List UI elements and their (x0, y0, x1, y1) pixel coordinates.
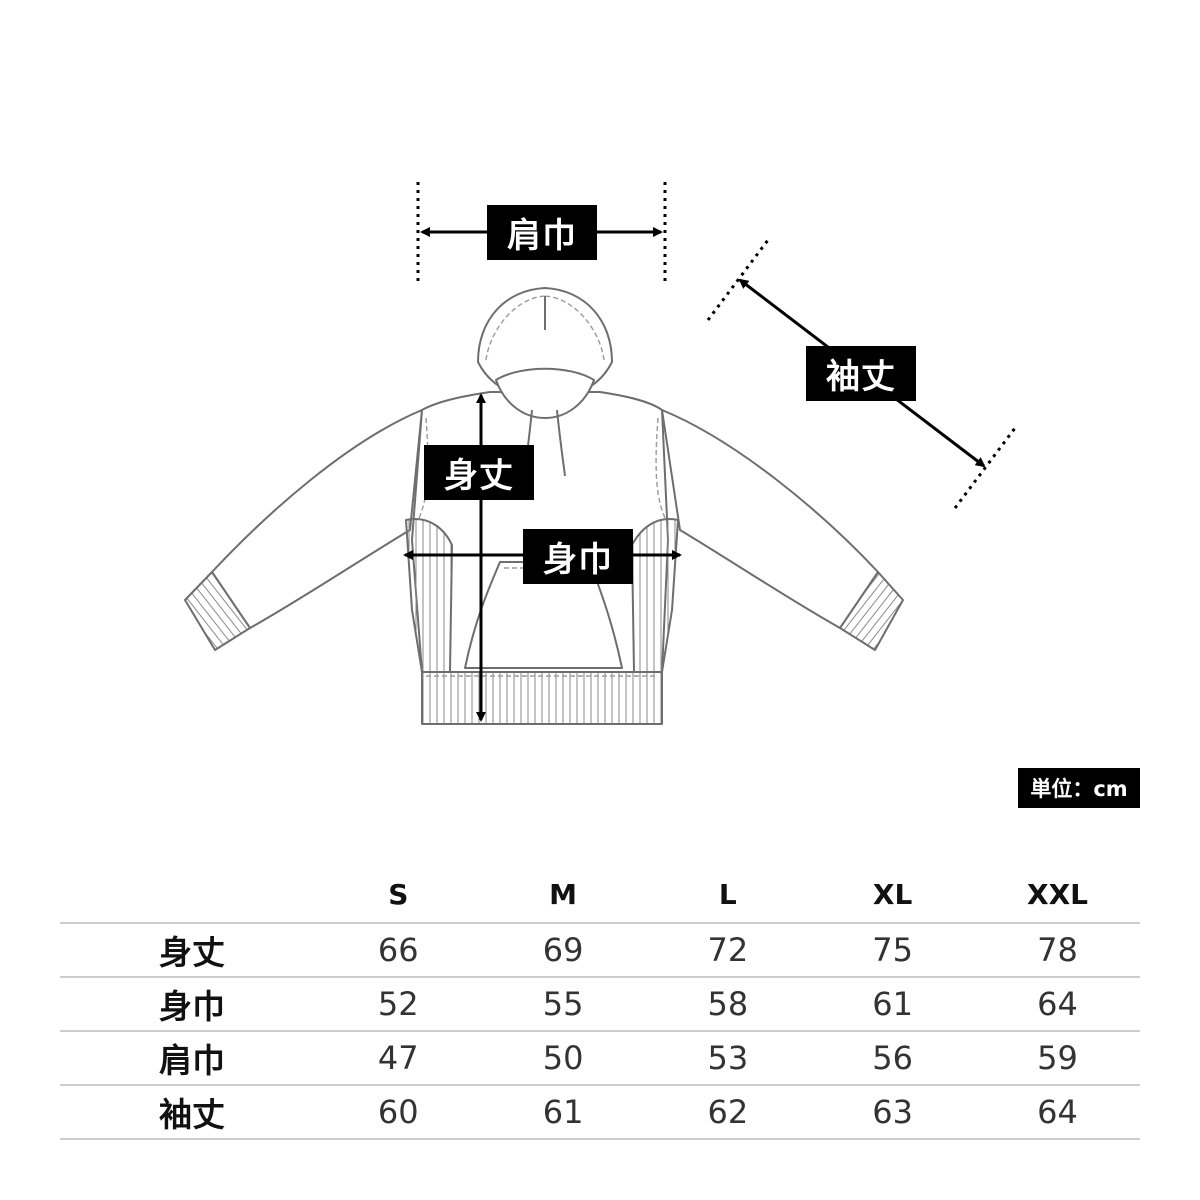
size-header-row: S M L XL XXL (60, 866, 1140, 923)
size-header: XXL (1026, 877, 1089, 911)
table-row: 身巾 52 55 58 61 64 (60, 977, 1140, 1031)
hood-opening (495, 367, 595, 419)
size-header: XL (872, 877, 913, 911)
left-sleeve (211, 409, 423, 629)
table-cell: 47 (377, 1039, 419, 1077)
table-cell: 60 (377, 1093, 419, 1131)
size-header: S (388, 877, 409, 911)
row-label: 袖丈 (158, 1095, 225, 1134)
body-width-label: 身巾 (523, 529, 633, 584)
table-cell: 50 (542, 1039, 584, 1077)
right-side-rib (631, 518, 679, 673)
table-cell: 66 (377, 931, 419, 969)
left-cuff (184, 571, 251, 651)
table-cell: 75 (872, 931, 913, 969)
shoulder-width-label: 肩巾 (487, 205, 597, 260)
table-cell: 69 (542, 931, 584, 969)
row-label: 身巾 (158, 987, 225, 1026)
row-label: 身丈 (158, 933, 225, 972)
left-side-rib (405, 518, 453, 673)
body-length-label: 身丈 (424, 445, 534, 500)
table-row: 肩巾 47 50 53 56 59 (60, 1031, 1140, 1085)
table-cell: 56 (872, 1039, 913, 1077)
hem-rib (421, 671, 663, 725)
row-label: 肩巾 (158, 1041, 225, 1080)
size-header: M (549, 877, 577, 911)
table-cell: 64 (1037, 985, 1078, 1023)
hoodie-measurement-diagram (184, 182, 1017, 725)
table-cell: 72 (707, 931, 749, 969)
right-cuff (839, 571, 904, 651)
table-cell: 61 (542, 1093, 584, 1131)
table-cell: 58 (707, 985, 749, 1023)
table-cell: 55 (542, 985, 584, 1023)
table-row: 身丈 66 69 72 75 78 (60, 923, 1140, 977)
right-sleeve (661, 409, 879, 629)
table-cell: 78 (1037, 931, 1078, 969)
size-table: S M L XL XXL 身丈 66 69 72 75 78 身巾 52 55 … (60, 866, 1140, 1140)
table-cell: 59 (1037, 1039, 1078, 1077)
table-cell: 63 (872, 1093, 913, 1131)
table-cell: 62 (707, 1093, 749, 1131)
hoodie-outline (184, 287, 904, 725)
table-cell: 53 (707, 1039, 749, 1077)
corner-cell (60, 866, 316, 923)
sleeve-length-label: 袖丈 (806, 346, 916, 401)
table-cell: 61 (872, 985, 913, 1023)
table-row: 袖丈 60 61 62 63 64 (60, 1085, 1140, 1139)
size-header: L (718, 877, 737, 911)
table-cell: 52 (377, 985, 419, 1023)
unit-badge: 単位：cm (1018, 768, 1140, 808)
table-cell: 64 (1037, 1093, 1078, 1131)
